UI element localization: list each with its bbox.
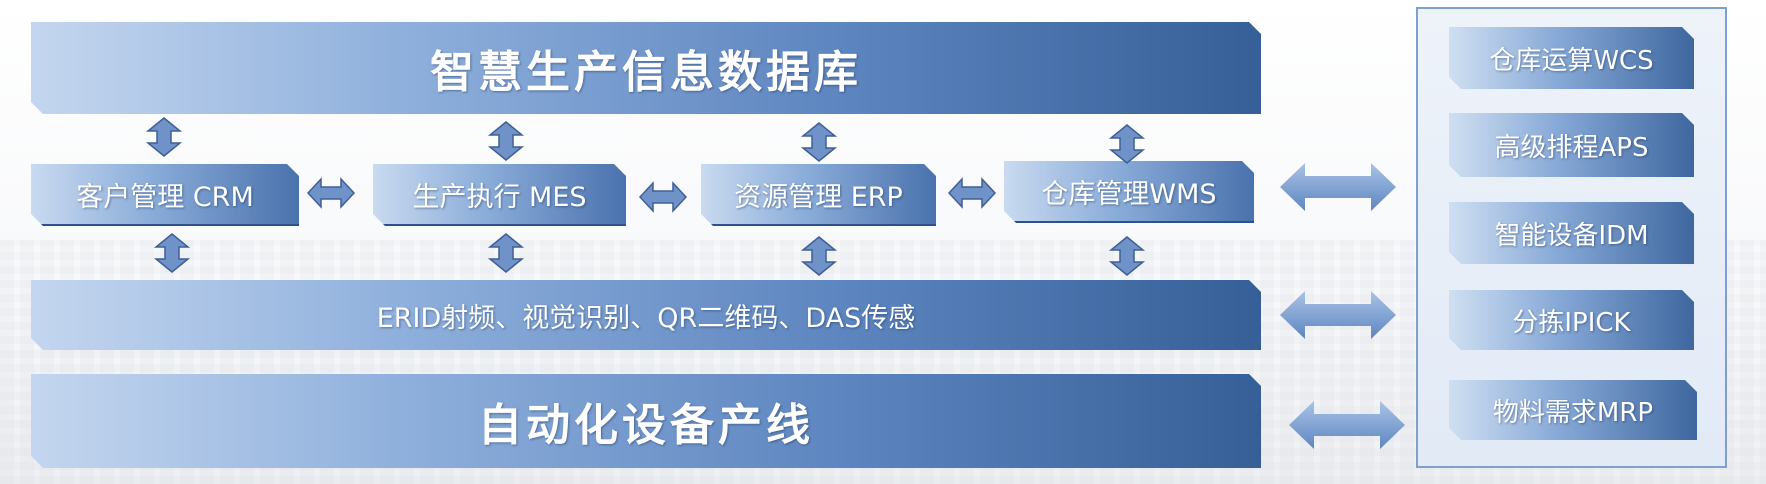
side-item-idm-label: 智能设备IDM [1494,220,1649,251]
middle-band-label: ERID射频、视觉识别、QR二维码、DAS传感 [376,302,916,334]
double-arrow-horizontal-icon [638,181,688,213]
double-arrow-vertical-icon [1108,124,1146,164]
side-item-mrp-label: 物料需求MRP [1492,397,1654,428]
module-crm: 客户管理 CRM [31,164,299,226]
double-arrow-vertical-icon [487,121,525,161]
double-arrow-horizontal-icon [947,177,997,209]
side-item-ipick-label: 分拣IPICK [1512,307,1631,338]
side-item-aps-label: 高级排程APS [1494,132,1649,163]
top-band-smart-production-database: 智慧生产信息数据库 [31,22,1261,114]
module-wms-label: 仓库管理WMS [1041,178,1217,210]
side-item-mrp: 物料需求MRP [1449,380,1697,440]
side-item-wcs-label: 仓库运算WCS [1489,45,1654,76]
side-item-aps: 高级排程APS [1449,113,1694,177]
side-item-idm: 智能设备IDM [1449,202,1694,264]
module-crm-label: 客户管理 CRM [76,181,254,213]
module-mes: 生产执行 MES [373,164,626,226]
module-erp: 资源管理 ERP [701,164,936,226]
double-arrow-vertical-icon [800,122,838,162]
double-arrow-horizontal-large-icon [1280,291,1396,339]
double-arrow-horizontal-large-icon [1280,163,1396,211]
double-arrow-vertical-icon [800,236,838,276]
middle-band-sensing-layer: ERID射频、视觉识别、QR二维码、DAS传感 [31,280,1261,350]
module-mes-label: 生产执行 MES [412,181,587,213]
bottom-band-label: 自动化设备产线 [478,400,814,451]
double-arrow-horizontal-large-icon [1289,401,1405,449]
bottom-band-automation-line: 自动化设备产线 [31,374,1261,468]
module-wms: 仓库管理WMS [1004,161,1254,223]
double-arrow-vertical-icon [153,233,191,273]
double-arrow-vertical-icon [487,233,525,273]
double-arrow-vertical-icon [145,117,183,157]
top-band-label: 智慧生产信息数据库 [430,47,862,98]
side-item-ipick: 分拣IPICK [1449,290,1694,350]
double-arrow-horizontal-icon [306,177,356,209]
double-arrow-vertical-icon [1108,236,1146,276]
module-erp-label: 资源管理 ERP [734,181,903,213]
side-item-wcs: 仓库运算WCS [1449,27,1694,89]
